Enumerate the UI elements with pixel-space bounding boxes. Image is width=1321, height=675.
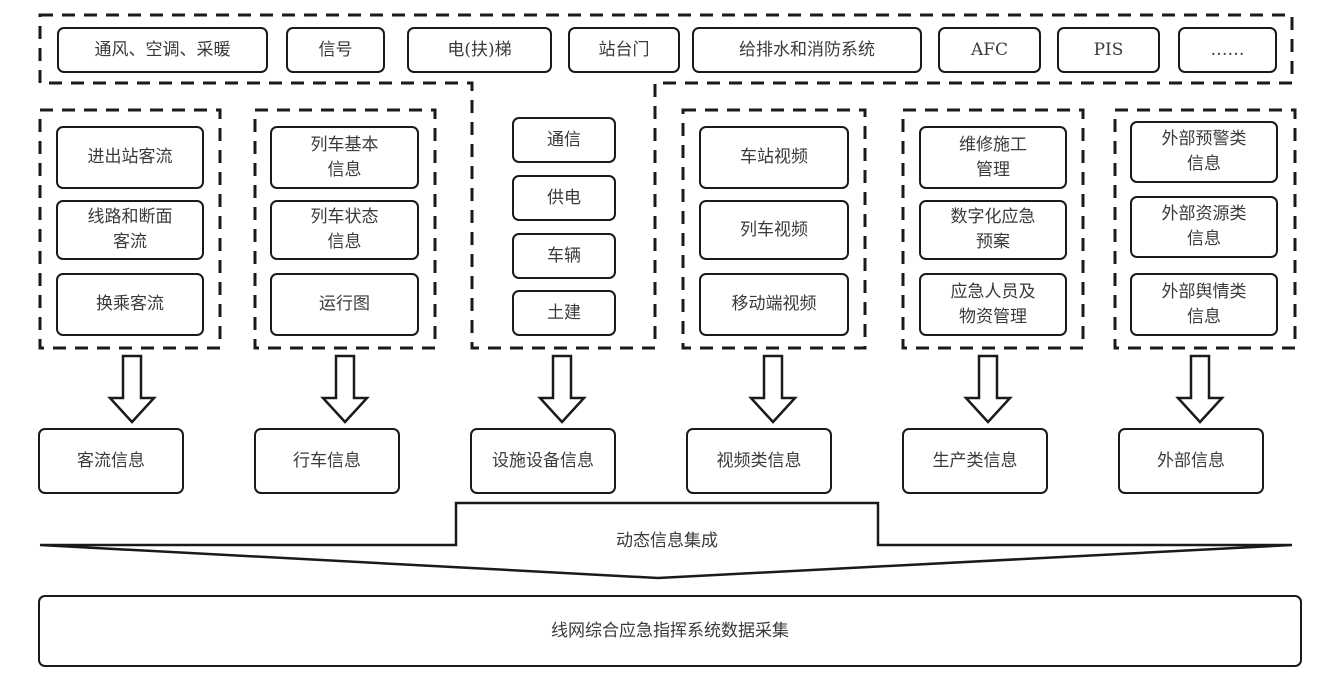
subsystem-signal: 信号 <box>286 27 385 73</box>
subsystem-hvac: 通风、空调、采暖 <box>57 27 268 73</box>
train-group-frame <box>253 108 437 350</box>
video-item: 列车视频 <box>699 200 849 260</box>
external-group-frame <box>1113 108 1297 350</box>
facility-item: 通信 <box>512 117 616 163</box>
down-arrow-icon <box>107 354 157 424</box>
subsystem-water-fire: 给排水和消防系统 <box>692 27 922 73</box>
train-item: 列车基本 信息 <box>270 126 419 189</box>
down-arrow-icon <box>748 354 798 424</box>
output-production-info: 生产类信息 <box>902 428 1048 494</box>
down-arrow-icon <box>963 354 1013 424</box>
output-video-info: 视频类信息 <box>686 428 832 494</box>
video-group-frame <box>681 108 867 350</box>
passenger-item: 换乘客流 <box>56 273 204 336</box>
down-arrow-icon <box>537 354 587 424</box>
passenger-item: 线路和断面 客流 <box>56 200 204 260</box>
final-data-collection-box: 线网综合应急指挥系统数据采集 <box>38 595 1302 667</box>
output-facility-info: 设施设备信息 <box>470 428 616 494</box>
down-arrow-icon <box>1175 354 1225 424</box>
subsystem-elevator: 电(扶)梯 <box>407 27 552 73</box>
external-item: 外部预警类 信息 <box>1130 121 1278 183</box>
train-item: 列车状态 信息 <box>270 200 419 260</box>
subsystem-dashed-frame <box>38 13 1294 350</box>
subsystem-platform-door: 站台门 <box>568 27 680 73</box>
integration-arrow <box>39 501 1293 580</box>
production-group-frame <box>901 108 1085 350</box>
train-item: 运行图 <box>270 273 419 336</box>
production-item: 应急人员及 物资管理 <box>919 273 1067 336</box>
passenger-group-frame <box>38 108 222 350</box>
output-train-info: 行车信息 <box>254 428 400 494</box>
production-item: 数字化应急 预案 <box>919 200 1067 260</box>
video-item: 车站视频 <box>699 126 849 189</box>
facility-item: 土建 <box>512 290 616 336</box>
passenger-item: 进出站客流 <box>56 126 204 189</box>
external-item: 外部资源类 信息 <box>1130 196 1278 258</box>
external-item: 外部舆情类 信息 <box>1130 273 1278 336</box>
production-item: 维修施工 管理 <box>919 126 1067 189</box>
output-passenger-info: 客流信息 <box>38 428 184 494</box>
video-item: 移动端视频 <box>699 273 849 336</box>
down-arrow-icon <box>320 354 370 424</box>
integration-label: 动态信息集成 <box>616 531 718 551</box>
subsystem-more: …… <box>1178 27 1277 73</box>
subsystem-afc: AFC <box>938 27 1041 73</box>
subsystem-pis: PIS <box>1057 27 1160 73</box>
facility-item: 车辆 <box>512 233 616 279</box>
output-external-info: 外部信息 <box>1118 428 1264 494</box>
facility-item: 供电 <box>512 175 616 221</box>
